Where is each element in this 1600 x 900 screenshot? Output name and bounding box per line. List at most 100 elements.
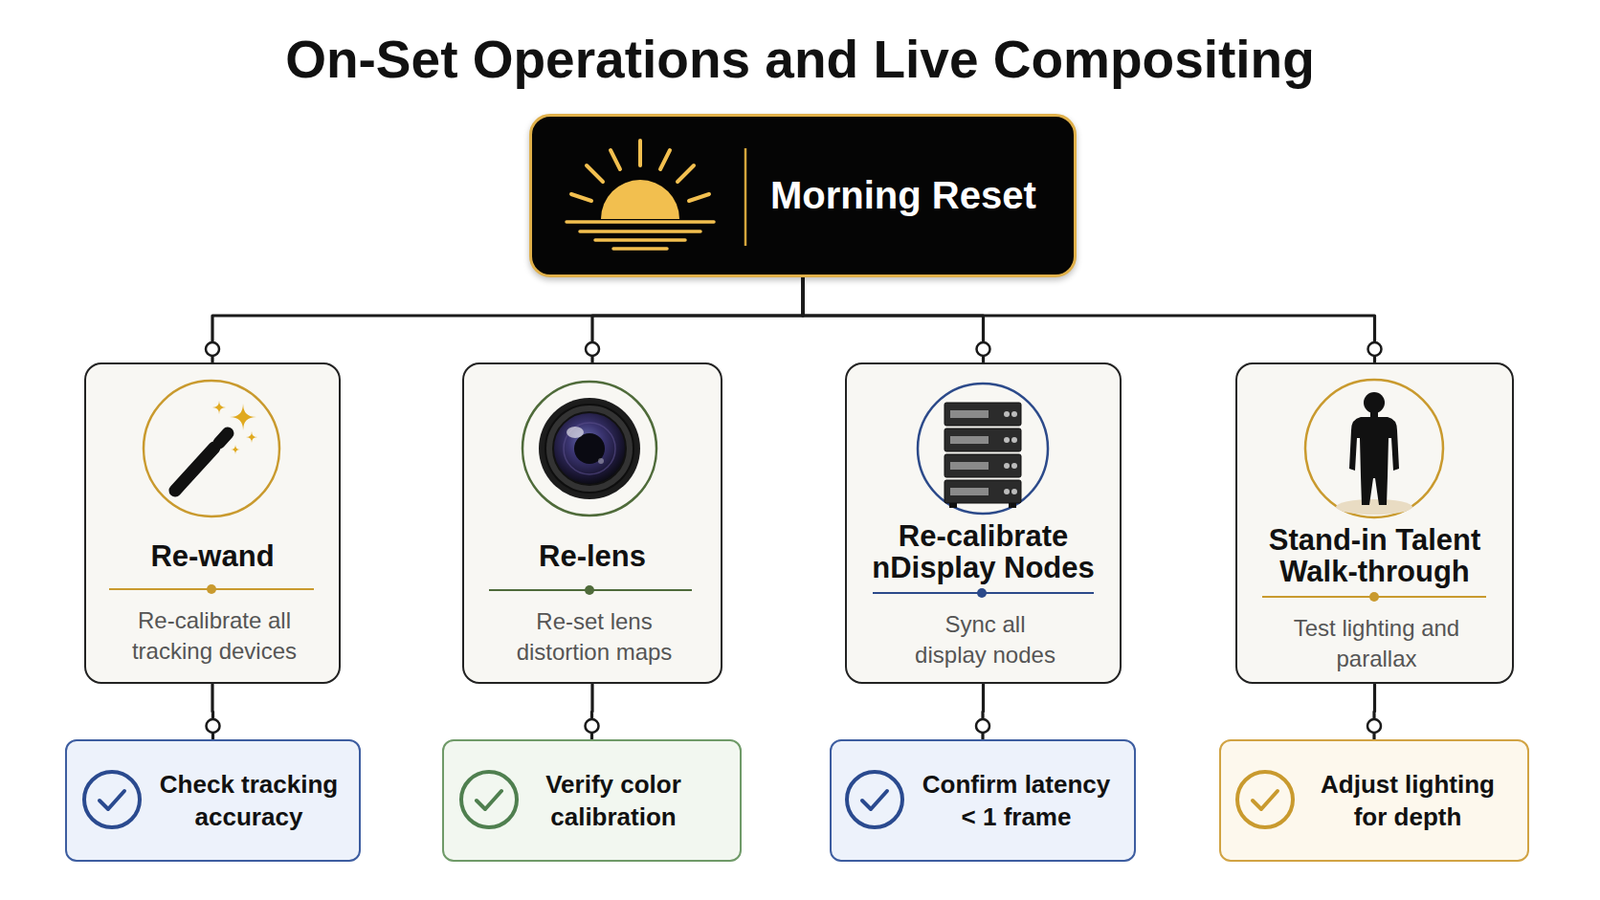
lens-icon [598, 458, 604, 465]
check-icon [1237, 772, 1293, 828]
lens-icon [545, 404, 634, 493]
connector-joint [1367, 719, 1381, 734]
card-description: Re-calibrate all tracking devices [111, 605, 318, 667]
connector [802, 277, 1382, 363]
person-icon [1305, 379, 1444, 518]
header-label: Morning Reset [770, 116, 1065, 275]
check-label: Verify color calibration [512, 741, 714, 861]
step-card: Re-wandRe-calibrate all tracking devices [84, 362, 341, 685]
sun-icon [600, 179, 680, 220]
server-icon [950, 436, 989, 445]
person-icon [1335, 499, 1413, 515]
wand-icon [219, 433, 228, 444]
card-description: Sync all display nodes [911, 609, 1060, 671]
server-icon [944, 480, 1022, 504]
person-icon [1349, 417, 1400, 506]
lens-icon [522, 381, 657, 516]
server-icon [1011, 488, 1018, 495]
connector-joint [585, 342, 600, 356]
check-box: Check tracking accuracy [65, 739, 361, 863]
server-icon [949, 503, 957, 509]
connector [585, 684, 600, 740]
connector-line [802, 277, 1376, 363]
wand-icon [143, 380, 280, 517]
connector-line [212, 277, 803, 363]
sun-icon [566, 140, 714, 249]
sun-icon [613, 246, 667, 251]
sun-icon [677, 165, 694, 182]
lens-icon [566, 426, 584, 439]
connector [206, 684, 221, 740]
wand-icon [229, 403, 257, 431]
server-icon [917, 383, 1048, 514]
connector [976, 684, 990, 740]
lens-icon [538, 398, 641, 500]
step-card: Re-calibrate nDisplay NodesSync all disp… [844, 362, 1122, 685]
check-icon [476, 791, 502, 810]
check-label: Check tracking accuracy [148, 741, 350, 861]
check-icon [862, 791, 888, 810]
card-divider [109, 588, 314, 591]
server-icon [917, 383, 1048, 514]
wand-icon [143, 380, 280, 517]
connector [585, 277, 803, 363]
card-divider [488, 585, 692, 596]
wand-icon [245, 431, 258, 444]
check-box: Adjust lighting for depth [1219, 739, 1530, 863]
check-icon [84, 772, 140, 828]
card-divider [1369, 592, 1379, 602]
server-icon [1011, 437, 1018, 444]
check-icon [461, 772, 517, 828]
person-icon [1305, 379, 1444, 518]
server-icon [1011, 411, 1018, 418]
wand-icon [212, 400, 226, 415]
card-title: Re-wand [95, 540, 330, 573]
server-icon [1011, 463, 1018, 469]
sun-icon [638, 140, 643, 166]
sun-icon [571, 194, 592, 201]
lens-icon [553, 412, 626, 486]
card-divider [1262, 596, 1487, 599]
lens-icon [574, 433, 605, 465]
server-icon [944, 428, 1022, 452]
card-title: Re-calibrate nDisplay Nodes [856, 520, 1111, 584]
connector-joint [585, 719, 600, 734]
connector-joint [976, 719, 990, 734]
check-label: Confirm latency < 1 frame [915, 741, 1117, 861]
card-title: Re-lens [473, 540, 712, 573]
wand-icon [230, 444, 241, 455]
card-divider [872, 588, 1094, 599]
server-icon [950, 462, 989, 470]
card-divider [1262, 592, 1487, 602]
sun-icon [586, 165, 603, 182]
sun-icon [595, 238, 686, 243]
check-label: Adjust lighting for depth [1307, 741, 1509, 861]
header-divider [744, 148, 748, 246]
server-icon [1003, 463, 1010, 469]
check-icon [99, 791, 125, 810]
check-box: Verify color calibration [442, 739, 742, 863]
step-card: Stand-in Talent Walk-throughTest lightin… [1235, 362, 1514, 685]
server-icon [950, 410, 989, 419]
connector-joint [1368, 342, 1382, 356]
server-icon [944, 402, 1022, 426]
sun-icon [610, 150, 621, 170]
sun-icon [566, 220, 714, 224]
connector [1367, 684, 1381, 740]
check-icon [846, 772, 903, 828]
card-divider [109, 584, 314, 595]
sun-icon [579, 229, 701, 234]
connector [205, 277, 803, 363]
card-divider [977, 588, 987, 599]
connector-joint [206, 719, 221, 734]
card-title: Stand-in Talent Walk-through [1246, 524, 1503, 588]
connector [802, 277, 991, 363]
server-icon [1003, 411, 1010, 418]
sun-icon [660, 150, 670, 170]
lens-icon [563, 422, 616, 475]
check-icon [1252, 791, 1278, 810]
server-icon [944, 454, 1022, 478]
card-description: Re-set lens distortion maps [491, 606, 698, 668]
